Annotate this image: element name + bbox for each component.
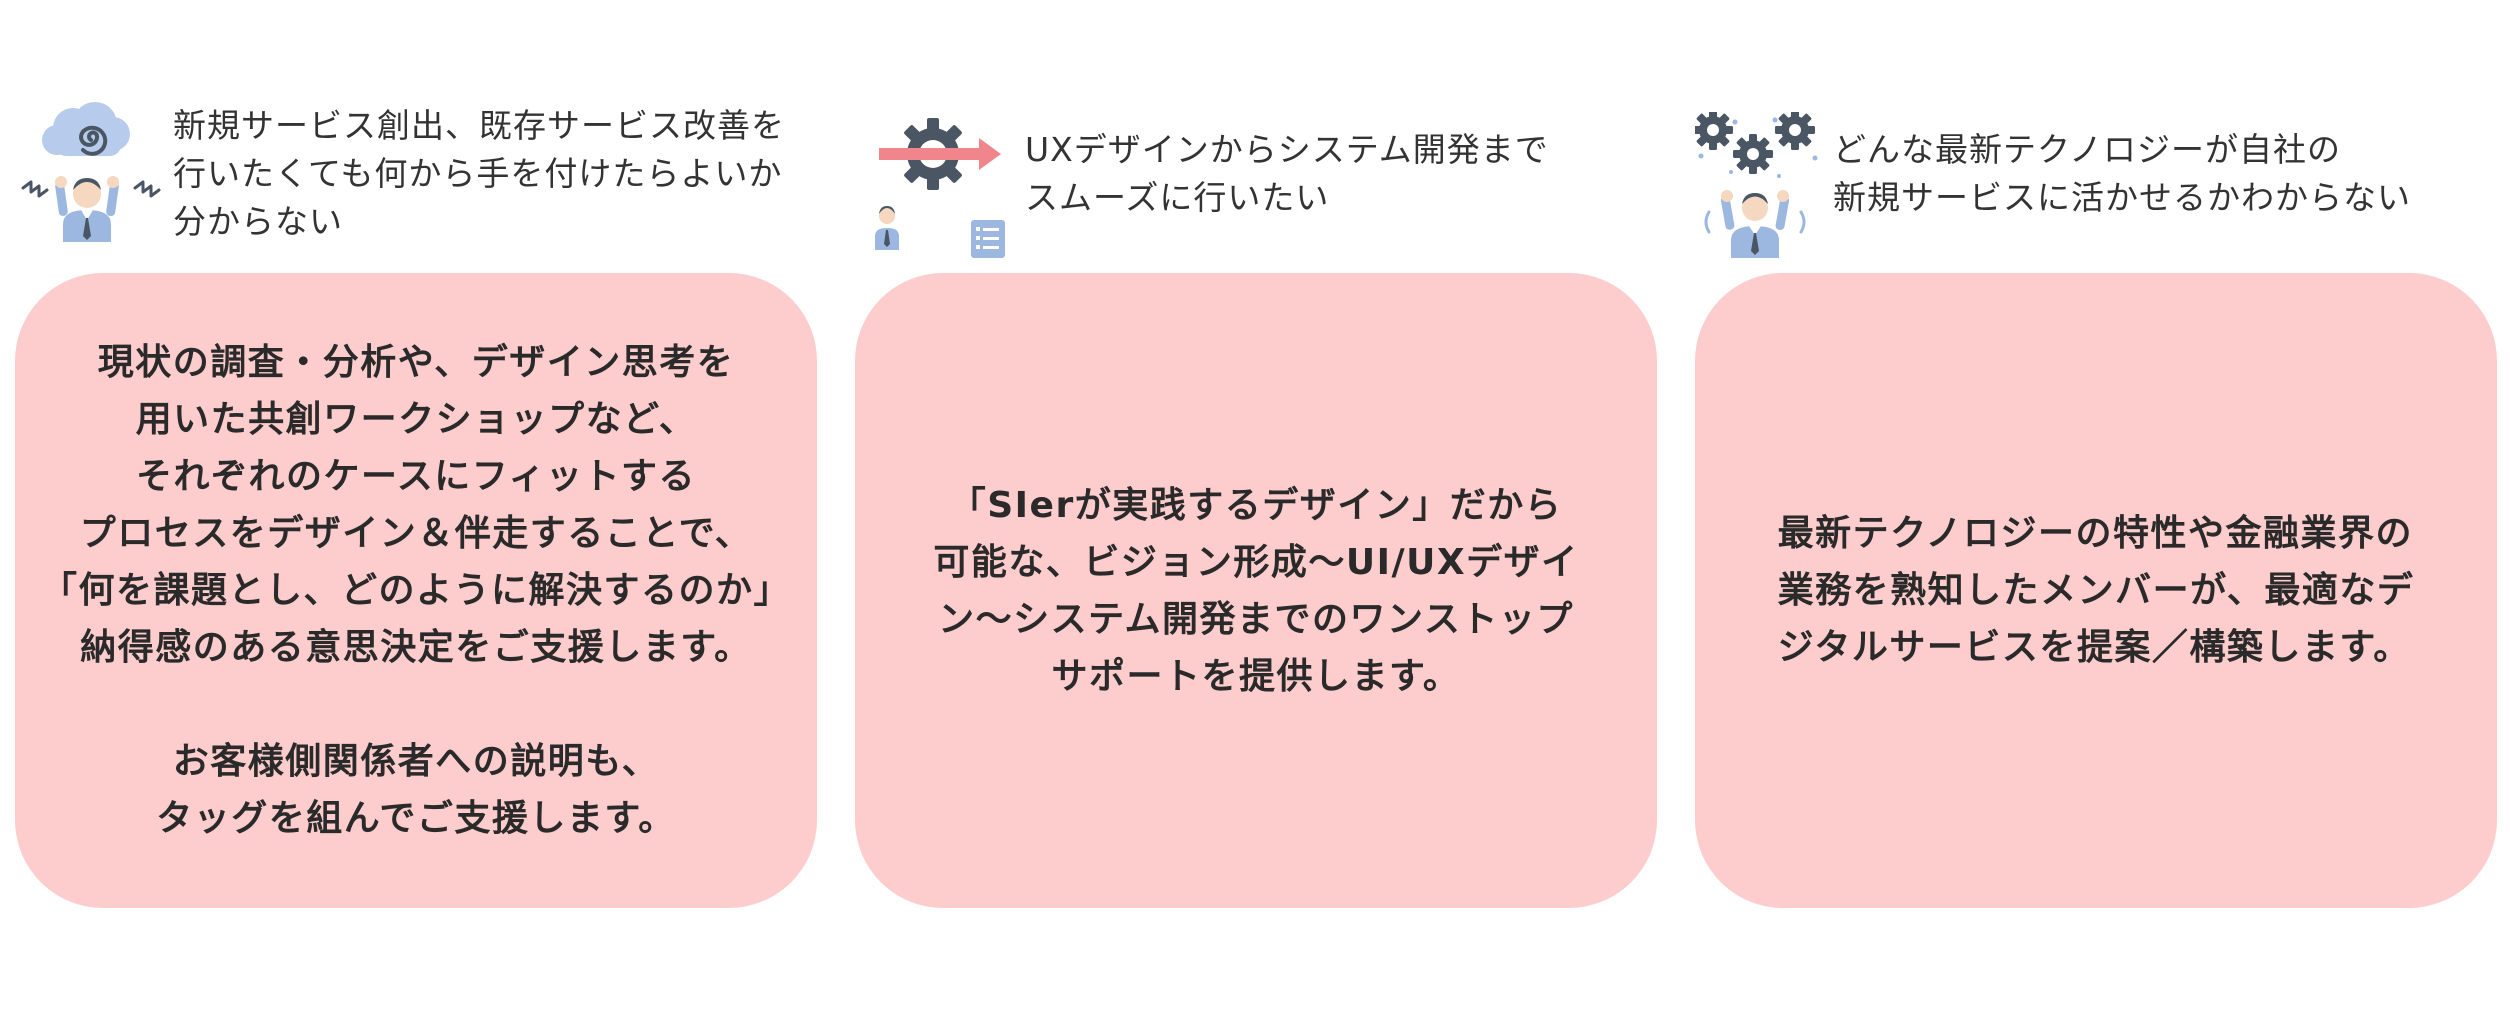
- solution-card: 「SIerが実践するデザイン」だから 可能な、ビジョン形成〜UI/UXデザイ ン…: [855, 273, 1657, 908]
- solution-text: 「SIerが実践するデザイン」だから 可能な、ビジョン形成〜UI/UXデザイ ン…: [933, 484, 1579, 697]
- gears-person-icon: [1695, 112, 1845, 262]
- problem-text: どんな最新テクノロジーが自社の 新規サービスに活かせるかわからない: [1833, 130, 2411, 217]
- confused-person-icon: [15, 102, 165, 252]
- problem-header: 新規サービス創出、既存サービス改善を 行いたくても何から手を付けたらよいか 分か…: [15, 100, 817, 260]
- solution-card: 最新テクノロジーの特性や金融業界の 業務を熟知したメンバーが、最適なデ ジタルサ…: [1695, 273, 2497, 908]
- problem-header: どんな最新テクノロジーが自社の 新規サービスに活かせるかわからない: [1695, 100, 2497, 260]
- solution-text: 現状の調査・分析や、デザイン思考を 用いた共創ワークショップなど、 それぞれのケ…: [40, 342, 791, 839]
- problem-header: UXデザインからシステム開発まで スムーズに行いたい: [855, 100, 1657, 260]
- solution-text: 最新テクノロジーの特性や金融業界の 業務を熟知したメンバーが、最適なデ ジタルサ…: [1777, 513, 2415, 668]
- feature-column-1: 新規サービス創出、既存サービス改善を 行いたくても何から手を付けたらよいか 分か…: [15, 0, 817, 1033]
- solution-card: 現状の調査・分析や、デザイン思考を 用いた共創ワークショップなど、 それぞれのケ…: [15, 273, 817, 908]
- feature-column-3: どんな最新テクノロジーが自社の 新規サービスに活かせるかわからない 最新テクノロ…: [1695, 0, 2497, 1033]
- feature-column-2: UXデザインからシステム開発まで スムーズに行いたい 「SIerが実践するデザイ…: [855, 0, 1657, 1033]
- gear-arrow-process-icon: [875, 110, 1025, 260]
- problem-text: 新規サービス創出、既存サービス改善を 行いたくても何から手を付けたらよいか 分か…: [173, 106, 785, 241]
- problem-text: UXデザインからシステム開発まで スムーズに行いたい: [1025, 130, 1549, 217]
